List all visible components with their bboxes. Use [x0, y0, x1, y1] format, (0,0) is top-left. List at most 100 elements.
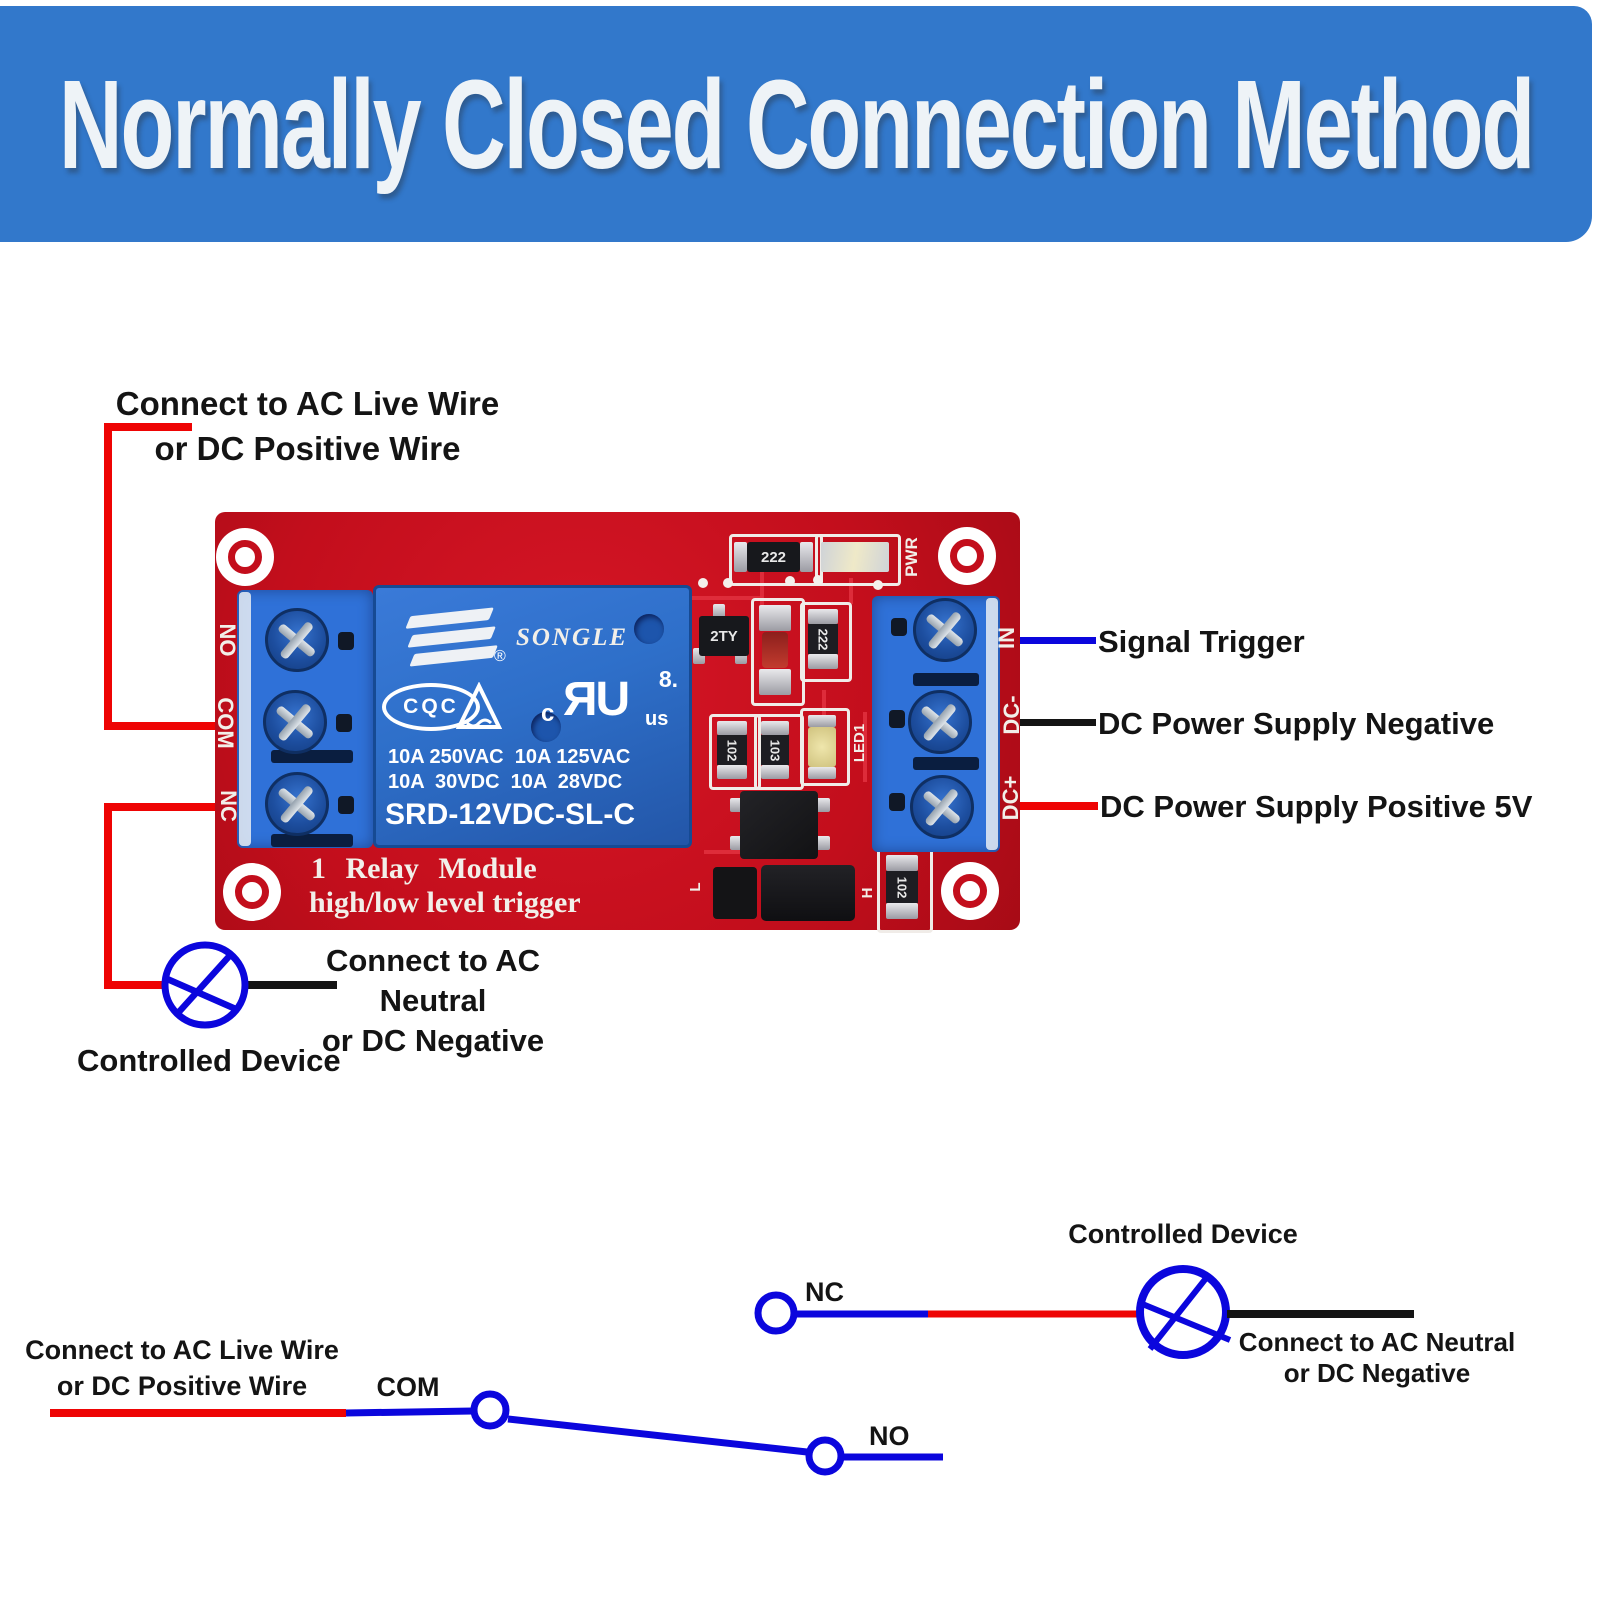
title-banner: Normally Closed Connection Method — [0, 6, 1592, 242]
wire-to-com-terminal — [104, 722, 218, 730]
label-no: NO — [869, 1421, 910, 1451]
silk-label-com: COM — [213, 697, 238, 749]
wire-live-horizontal-top — [104, 423, 192, 431]
terminal-wire-slot — [239, 592, 251, 846]
output-terminal-block — [237, 590, 373, 850]
lamp-cross-2 — [1138, 1300, 1232, 1343]
wire-live-vertical — [104, 423, 112, 730]
label-neutral-line2: or DC Negative — [1283, 1358, 1471, 1388]
relay-brand: SONGLE — [516, 624, 629, 651]
terminal-opening — [889, 710, 905, 728]
resistor-222-top: 222 — [747, 542, 800, 572]
mounting-hole-tr — [938, 527, 996, 585]
resistor-cap — [808, 654, 838, 669]
relay-model: SRD-12VDC-SL-C — [385, 798, 636, 831]
vde-triangle-icon — [456, 682, 502, 729]
ic-pad — [816, 798, 830, 812]
silk-module-name: 1 Relay Module — [311, 852, 537, 885]
resistor-cap — [886, 855, 918, 871]
pcb-trace — [822, 690, 826, 716]
lamp-symbol-top — [161, 941, 249, 1029]
logo-bar — [405, 607, 494, 629]
mounting-hole-ring — [950, 539, 984, 573]
triangle-outline — [456, 682, 502, 729]
led-pad — [808, 715, 836, 727]
lamp-cross-2 — [163, 975, 240, 1013]
resistor-mark: 103 — [767, 739, 783, 761]
relay-rating-1: 10A 250VAC 10A 125VAC — [388, 746, 631, 768]
label-dc-negative: DC Power Supply Negative — [1098, 706, 1495, 741]
ul-c: c — [541, 700, 555, 727]
terminal-divider — [913, 673, 979, 686]
via — [723, 578, 733, 588]
silk-label-pwr: PWR — [902, 537, 921, 577]
via — [698, 578, 708, 588]
terminal-opening — [338, 796, 354, 814]
label-live-wire-line1: Connect to AC Live Wire — [115, 385, 500, 422]
logo-bar — [409, 645, 498, 667]
terminal-divider — [913, 757, 979, 770]
label-live-wire-bottom: Connect to AC Live Wire or DC Positive W… — [22, 1332, 342, 1404]
silk-label-no: NO — [215, 623, 240, 657]
wire-dc-negative — [992, 719, 1096, 726]
mounting-hole-ring — [228, 540, 262, 574]
pcb-trace — [863, 712, 867, 782]
terminal-opening — [889, 793, 905, 811]
lamp-cross-1 — [1147, 1275, 1210, 1351]
songle-logo — [405, 607, 498, 673]
silk-outline — [800, 708, 850, 786]
silk-label-led1: LED1 — [850, 723, 868, 763]
relay-hole — [634, 614, 664, 644]
resistor-cap — [761, 765, 789, 779]
resistor-cap — [761, 721, 789, 735]
relay-schematic — [50, 1265, 1414, 1476]
page-title: Normally Closed Connection Method — [58, 53, 1535, 195]
resistor-222-vertical: 222 — [808, 624, 838, 654]
screw-in — [899, 584, 991, 676]
mounting-hole-br — [941, 862, 999, 920]
resistor-cap — [734, 542, 747, 572]
schematic-com-wire — [345, 1407, 474, 1417]
diode-body — [762, 632, 788, 668]
screw-dc-plus — [896, 761, 988, 853]
wire-device-neutral — [245, 981, 337, 989]
label-live-wire-line2: or DC Positive Wire — [154, 430, 461, 467]
terminal-opening — [338, 632, 354, 650]
terminal-divider — [271, 834, 353, 847]
wire-nc-vertical — [104, 803, 112, 989]
label-com: COM — [376, 1372, 440, 1402]
silk-label-l: L — [686, 882, 704, 892]
terminal-opening — [891, 618, 907, 636]
resistor-cap — [717, 721, 747, 735]
lamp-cross-1 — [175, 949, 236, 1016]
terminal-wire-slot — [986, 598, 998, 850]
ic-pad — [816, 836, 830, 850]
label-live-wire-top: Connect to AC Live Wire or DC Positive W… — [105, 381, 510, 471]
registered-mark: ® — [494, 648, 506, 665]
label-nc: NC — [805, 1277, 844, 1307]
wire-dc-positive — [986, 802, 1098, 810]
label-neutral-bottom: Connect to AC Neutral or DC Negative — [1237, 1327, 1517, 1389]
triangle-squiggle — [466, 718, 493, 728]
resistor-mark: 222 — [815, 628, 831, 650]
resistor-cap — [808, 609, 838, 624]
com-contact — [470, 1390, 510, 1430]
terminal-opening — [336, 714, 352, 732]
nc-contact — [754, 1291, 798, 1335]
pcb-trace — [849, 578, 853, 604]
mounting-hole-tl — [216, 528, 274, 586]
mounting-hole-bl — [223, 863, 281, 921]
screw-no — [251, 594, 343, 686]
led-pad — [808, 767, 836, 779]
ul-mark: 8. c ЯU us — [541, 666, 686, 740]
transistor-2ty: 2TY — [699, 616, 749, 656]
label-neutral-line1: Connect to AC Neutral — [325, 943, 541, 1018]
silk-outline — [815, 534, 901, 586]
resistor-cap — [800, 542, 813, 572]
silk-label-dc-plus: DC+ — [998, 775, 1023, 821]
label-signal-trigger: Signal Trigger — [1098, 624, 1305, 659]
mounting-hole-ring — [235, 875, 269, 909]
relay-rating-2: 10A 30VDC 10A 28VDC — [388, 771, 623, 793]
logo-bar — [407, 626, 496, 648]
via — [785, 576, 795, 586]
